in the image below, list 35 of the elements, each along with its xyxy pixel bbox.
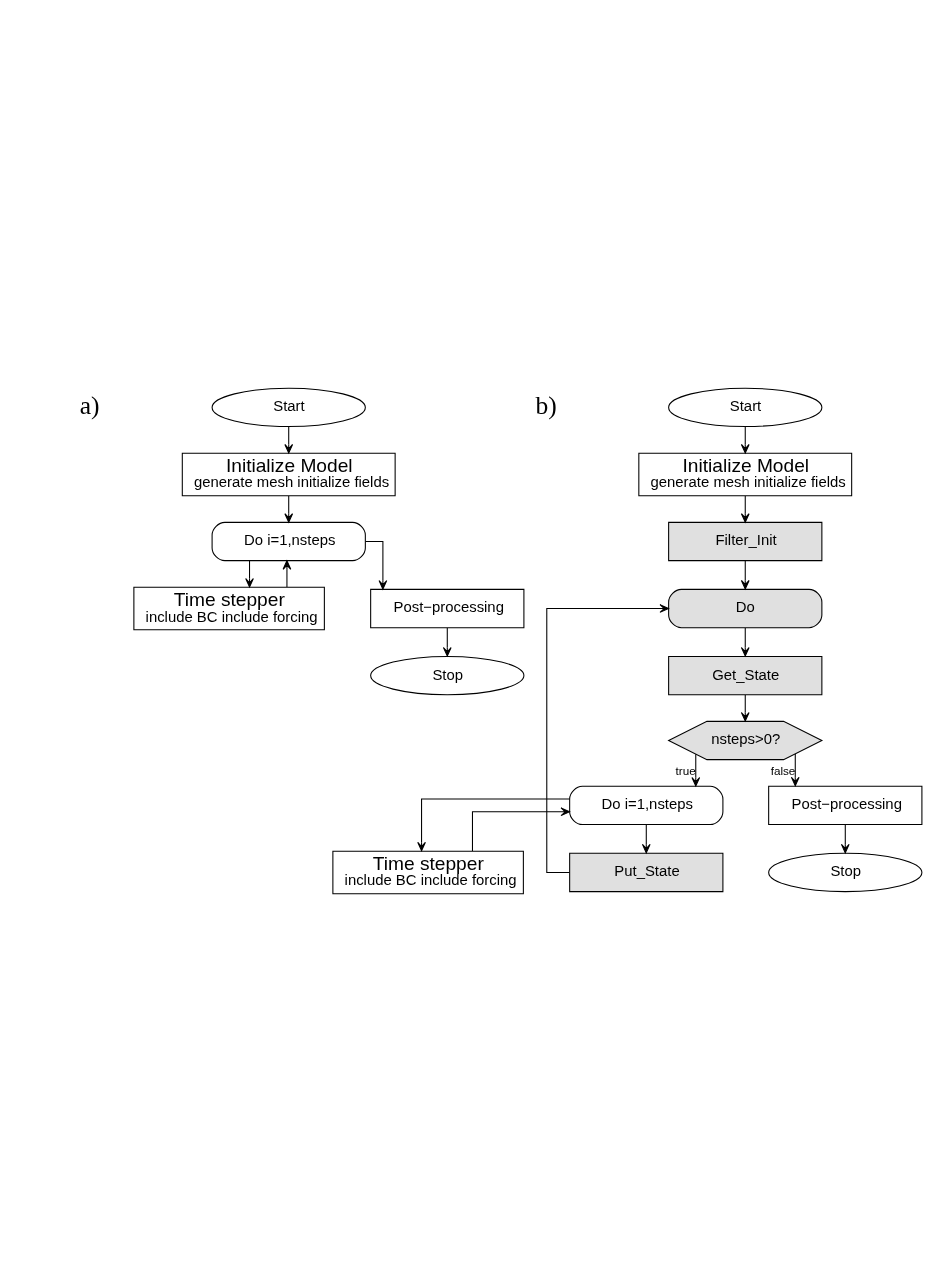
- node-box: Post−processing: [370, 588, 525, 628]
- arrow: [546, 603, 670, 873]
- label: a): [79, 390, 100, 420]
- node-box: Do: [668, 588, 823, 628]
- arrow: [740, 626, 750, 657]
- arrow: [691, 753, 701, 787]
- arrow: [641, 823, 651, 853]
- node-ellipse: Start: [211, 387, 366, 427]
- label: b): [535, 390, 557, 420]
- arrow: [790, 752, 800, 786]
- arrow: [365, 540, 388, 590]
- node-ellipse: Stop: [768, 852, 923, 892]
- node-box: Time stepper include BC include forcing: [133, 586, 325, 630]
- arrow: [417, 798, 571, 851]
- node-box: Do i=1,nsteps: [211, 521, 366, 561]
- node-box: Initialize Model generate mesh initialize fields: [181, 452, 396, 496]
- node-ellipse: Start: [668, 387, 823, 427]
- node-box: Post−processing: [768, 785, 923, 825]
- arrow: [740, 495, 750, 523]
- arrow: [740, 559, 750, 589]
- arrow: [442, 626, 452, 657]
- node-box: Get_State: [668, 655, 823, 695]
- arrow: [245, 559, 254, 588]
- arrow: [471, 806, 571, 851]
- node-box: Initialize Model generate mesh initialize fields: [638, 452, 853, 496]
- node-box: Filter_Init: [668, 521, 823, 561]
- arrow: [740, 694, 750, 722]
- edge-label: false: [770, 763, 796, 777]
- node-ellipse: Stop: [370, 655, 525, 695]
- node-box: Put_State: [569, 852, 724, 892]
- arrow: [282, 559, 292, 587]
- arrow: [284, 495, 294, 523]
- arrow: [840, 823, 850, 853]
- node-box: Time stepper include BC include forcing: [332, 850, 524, 894]
- node-box: Do i=1,nsteps: [569, 785, 724, 825]
